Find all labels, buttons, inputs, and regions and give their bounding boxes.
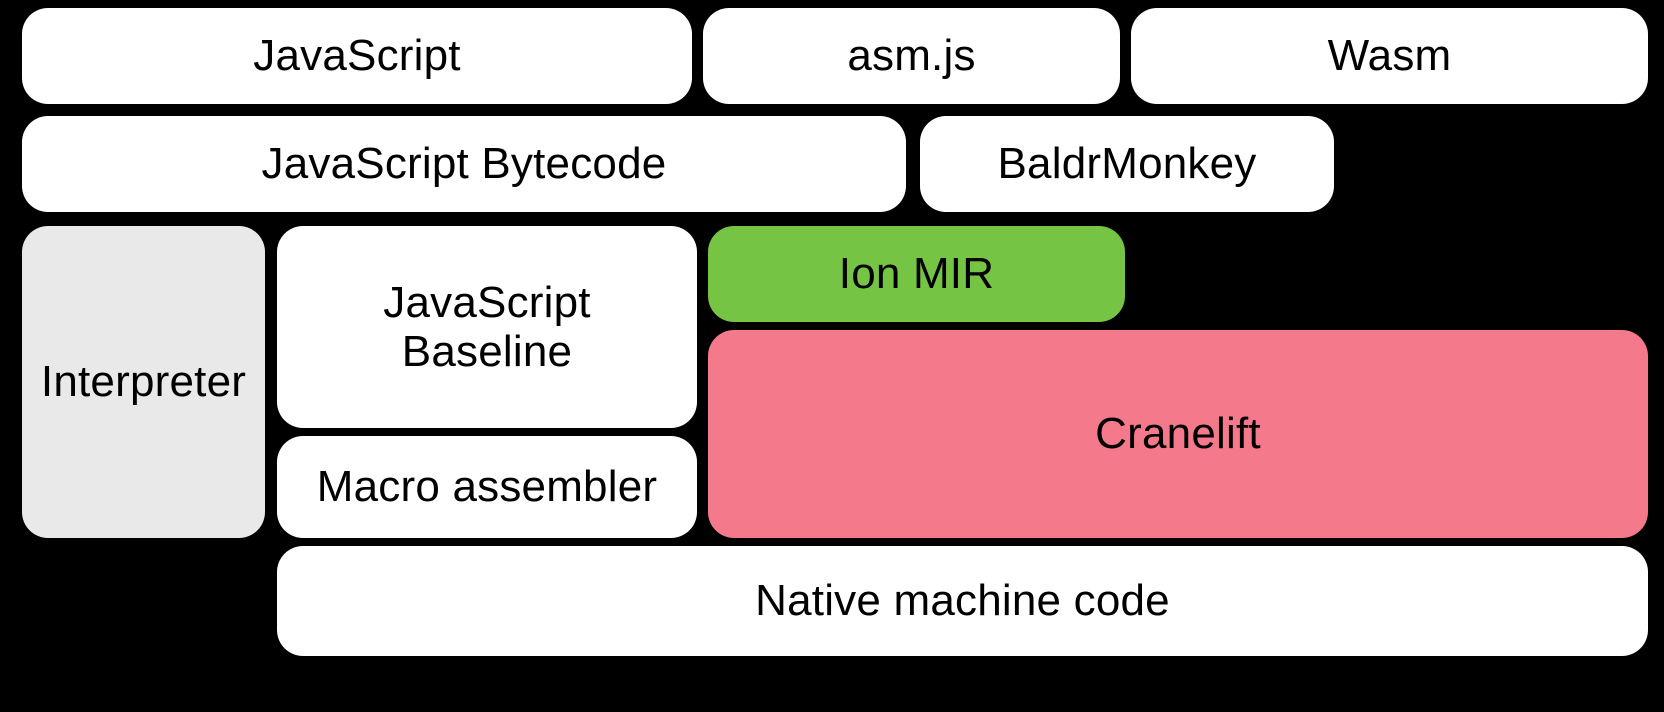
node-cranelift[interactable]: Cranelift [708,330,1648,538]
node-macro-assembler[interactable]: Macro assembler [277,436,697,538]
node-native-machine-code[interactable]: Native machine code [277,546,1648,656]
node-asm-js[interactable]: asm.js [703,8,1120,104]
node-ion-mir[interactable]: Ion MIR [708,226,1125,322]
node-baldrmonkey[interactable]: BaldrMonkey [920,116,1334,212]
node-javascript-baseline[interactable]: JavaScript Baseline [277,226,697,428]
node-javascript[interactable]: JavaScript [22,8,692,104]
node-interpreter[interactable]: Interpreter [22,226,265,538]
node-javascript-bytecode[interactable]: JavaScript Bytecode [22,116,906,212]
node-wasm[interactable]: Wasm [1131,8,1648,104]
